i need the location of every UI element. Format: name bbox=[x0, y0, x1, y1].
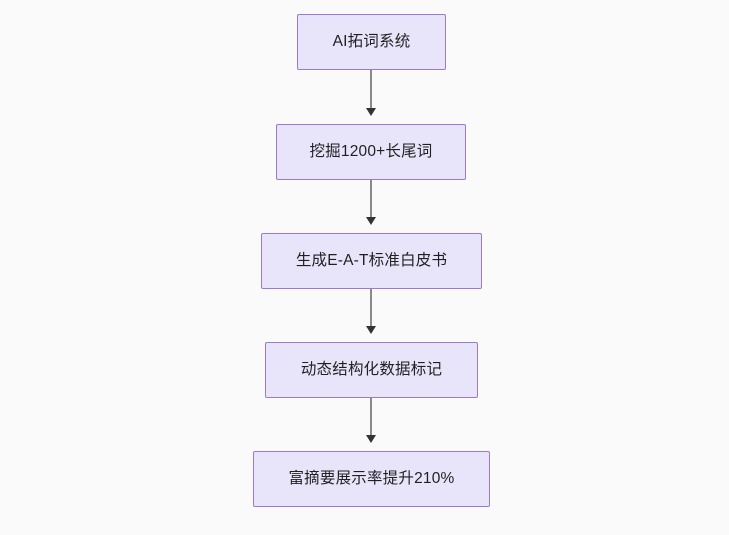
flowchart-node-5[interactable]: 富摘要展示率提升210% bbox=[253, 451, 490, 507]
flowchart-node-1[interactable]: AI拓词系统 bbox=[297, 14, 446, 70]
flowchart-node-2-label: 挖掘1200+长尾词 bbox=[309, 142, 433, 160]
connector-line-2 bbox=[370, 180, 372, 218]
connector-line-3 bbox=[370, 289, 372, 327]
flowchart-node-3[interactable]: 生成E-A-T标准白皮书 bbox=[261, 233, 482, 289]
arrowhead-icon-1 bbox=[365, 108, 376, 116]
connector-line-4 bbox=[370, 398, 372, 436]
flowchart-node-1-label: AI拓词系统 bbox=[332, 32, 411, 50]
arrowhead-icon-3 bbox=[365, 326, 376, 334]
flowchart-node-2[interactable]: 挖掘1200+长尾词 bbox=[276, 124, 466, 180]
flowchart-node-5-label: 富摘要展示率提升210% bbox=[288, 469, 455, 487]
connector-line-1 bbox=[370, 70, 372, 109]
flowchart-node-4-label: 动态结构化数据标记 bbox=[300, 360, 443, 378]
arrowhead-icon-2 bbox=[365, 217, 376, 225]
arrowhead-icon-4 bbox=[365, 435, 376, 443]
flowchart-node-3-label: 生成E-A-T标准白皮书 bbox=[295, 251, 448, 269]
flowchart-node-4[interactable]: 动态结构化数据标记 bbox=[265, 342, 478, 398]
